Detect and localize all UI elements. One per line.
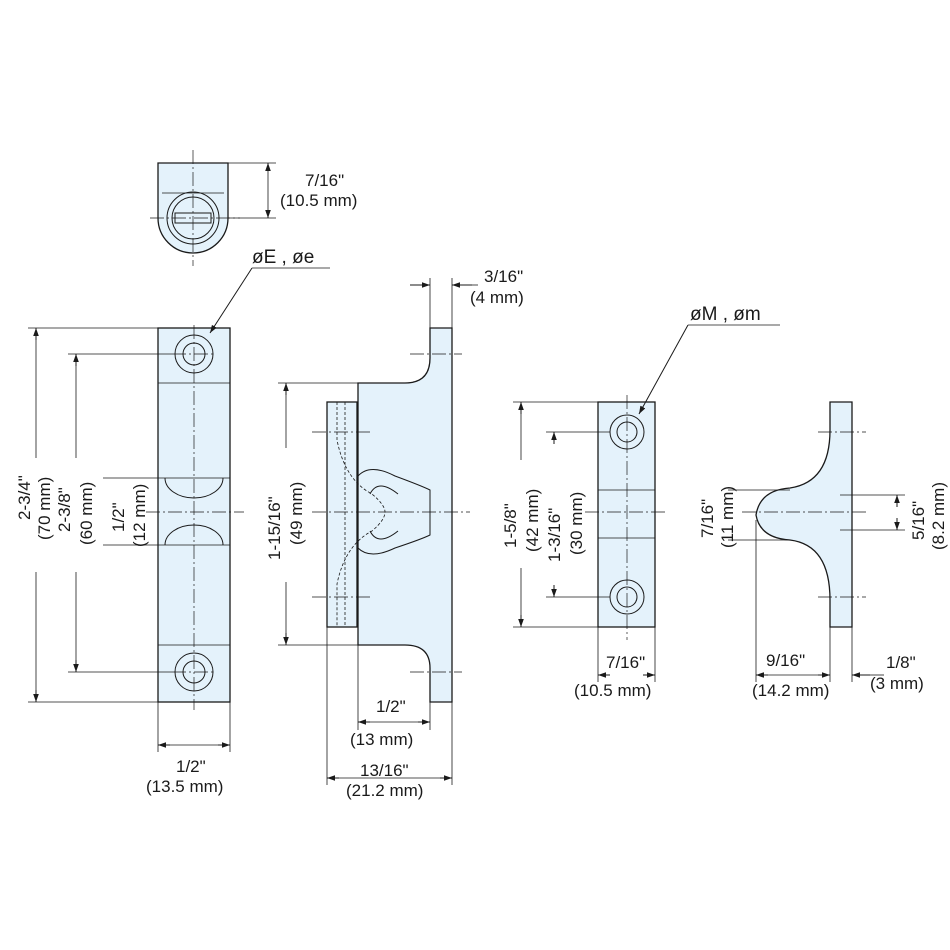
catch-side-view (312, 327, 470, 703)
dim-tab-width-in: 3/16" (484, 267, 523, 286)
dim-top-height-in: 7/16" (305, 171, 344, 190)
dim-tab-width: 3/16" (4 mm) (410, 267, 524, 328)
callout-e: øE , øe (209, 247, 330, 334)
dim-side-total-mm: (21.2 mm) (346, 781, 423, 800)
dim-strike-width: 7/16" (10.5 mm) (574, 627, 656, 700)
dim-strike-width-mm: (10.5 mm) (574, 681, 651, 700)
dim-strike-height: 1-5/8" (42 mm) (501, 401, 598, 628)
dim-strike-reach-mm: (14.2 mm) (752, 681, 829, 700)
callout-m-text: øM , øm (690, 304, 761, 325)
dim-side-depth-mm: (13 mm) (350, 730, 413, 749)
dim-strike-height-mm: (42 mm) (523, 489, 542, 552)
dim-strike-pitch-in: 1-3/16" (545, 508, 564, 562)
dim-side-total: 13/16" (21.2 mm) (326, 627, 453, 800)
dim-strike-pitch-mm: (30 mm) (567, 492, 586, 555)
dim-side-height-in: 1-15/16" (265, 496, 284, 560)
strike-front-view (585, 395, 668, 640)
dim-neck-height: 7/16" (11 mm) (698, 486, 790, 548)
dim-side-depth: 1/2" (13 mm) (350, 645, 431, 749)
dim-tip-height-in: 5/16" (909, 501, 928, 540)
dim-hole-pitch: 2-3/8" (60 mm) (55, 353, 172, 673)
callout-e-text: øE , øe (252, 247, 314, 268)
dim-side-height: 1-15/16" (49 mm) (265, 382, 358, 646)
dim-ball-gap: 1/2" (12 mm) (103, 477, 158, 547)
dim-tip-height: 5/16" (8.2 mm) (840, 482, 948, 550)
catch-top-view (150, 150, 240, 266)
dim-overall-height: 2-3/4" (70 mm) (15, 327, 158, 703)
dim-plate-thickness-mm: (3 mm) (870, 674, 924, 693)
dim-side-height-mm: (49 mm) (287, 482, 306, 545)
dim-hole-pitch-mm: (60 mm) (77, 482, 96, 545)
dim-strike-pitch: 1-3/16" (30 mm) (545, 431, 610, 598)
dim-tab-width-mm: (4 mm) (470, 288, 524, 307)
dim-overall-height-in: 2-3/4" (15, 475, 34, 520)
dim-top-height-mm: (10.5 mm) (280, 191, 357, 210)
dim-strike-width-in: 7/16" (606, 653, 645, 672)
dim-body-width-mm: (13.5 mm) (146, 777, 223, 796)
dim-overall-height-mm: (70 mm) (35, 477, 54, 540)
dim-ball-gap-mm: (12 mm) (130, 484, 149, 547)
dim-body-width: 1/2" (13.5 mm) (146, 702, 231, 796)
dim-top-height: 7/16" (10.5 mm) (228, 162, 357, 219)
dim-hole-pitch-in: 2-3/8" (55, 487, 74, 532)
dim-strike-reach-in: 9/16" (766, 651, 805, 670)
dim-neck-height-in: 7/16" (698, 499, 717, 538)
dim-body-width-in: 1/2" (176, 757, 206, 776)
dim-ball-gap-in: 1/2" (109, 502, 128, 532)
dim-tip-height-mm: (8.2 mm) (929, 482, 948, 550)
dim-side-depth-in: 1/2" (376, 697, 406, 716)
catch-front-view (146, 325, 244, 710)
dim-plate-thickness-in: 1/8" (886, 653, 916, 672)
dim-side-total-in: 13/16" (360, 761, 409, 780)
callout-m: øM , øm (638, 304, 780, 415)
dim-neck-height-mm: (11 mm) (718, 486, 737, 548)
strike-side-view (742, 401, 866, 628)
dim-strike-height-in: 1-5/8" (501, 503, 520, 548)
dim-plate-thickness: 1/8" (3 mm) (818, 627, 924, 693)
